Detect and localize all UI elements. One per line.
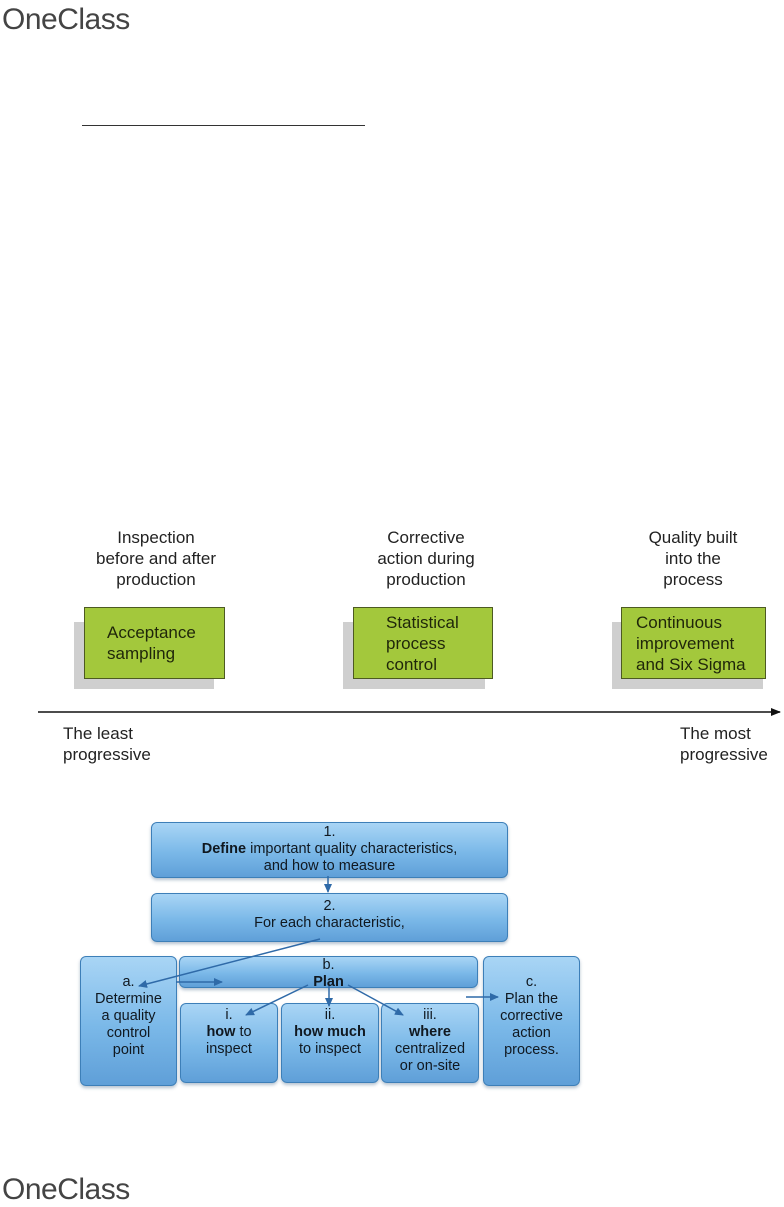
step-i-box: i. how to inspect (180, 1003, 278, 1083)
stage-1-box: Acceptance sampling (84, 607, 225, 679)
step-1-box: 1. Define important quality characterist… (151, 822, 508, 878)
logo-text: OneClass (2, 3, 130, 36)
axis-left-label: The least progressive (63, 724, 151, 764)
stage-2-label: Corrective action during production (377, 528, 475, 589)
step-2-box: 2. For each characteristic, (151, 893, 508, 942)
step-iii-box: iii. where centralized or on-site (381, 1003, 479, 1083)
step-ii-box: ii. how much to inspect (281, 1003, 379, 1083)
stage-2-box: Statistical process control (353, 607, 493, 679)
stage-1-label: Inspection before and after production (95, 528, 217, 589)
oneclass-logo-top: OneClass (2, 3, 130, 37)
step-a-box: a. Determine a quality control point (80, 956, 177, 1086)
define-keyword: Define (201, 841, 247, 857)
plan-keyword: Plan (313, 974, 344, 990)
title-underline (82, 125, 365, 126)
stage-3-label: Quality built into the process (648, 528, 738, 589)
arrow-plan-to-i (245, 984, 309, 1016)
axis-right-label: The most progressive (680, 724, 768, 764)
step-c-box: c. Plan the corrective action process. (483, 956, 580, 1086)
arrow-2-to-a (138, 938, 321, 988)
arrow-plan-to-iii (347, 984, 404, 1016)
oneclass-logo-bottom: OneClass (2, 1173, 130, 1207)
stage-3-box: Continuous improvement and Six Sigma (621, 607, 766, 679)
logo-text: OneClass (2, 1173, 130, 1206)
